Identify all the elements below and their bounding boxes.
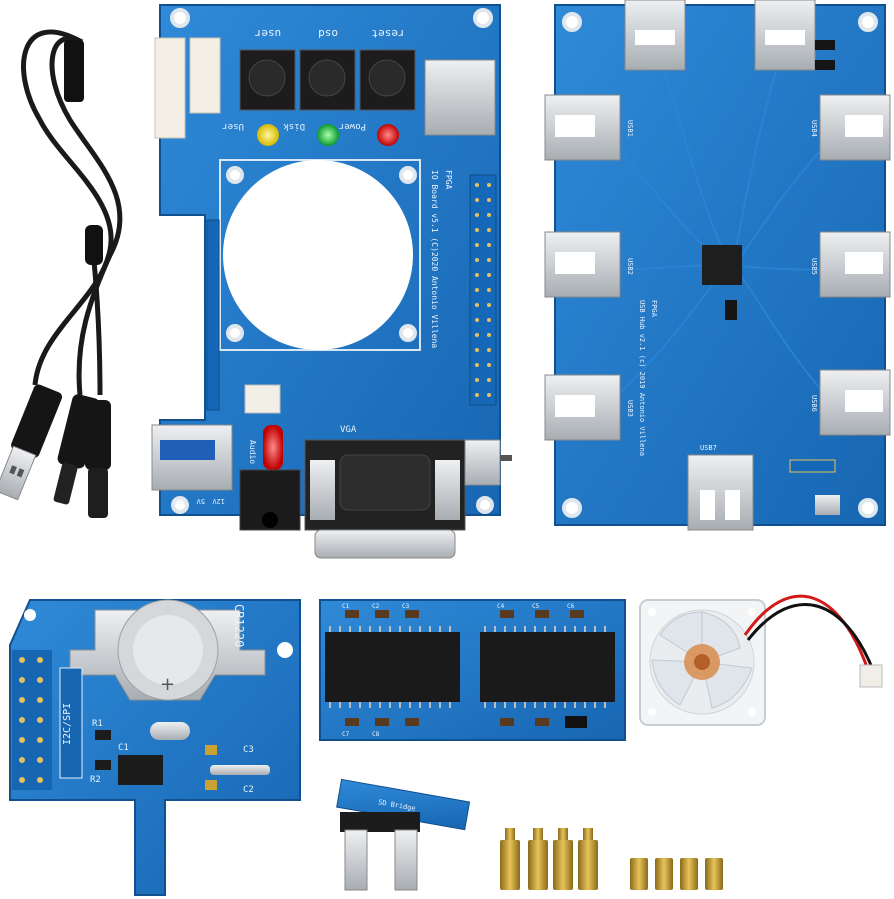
jumper-bridge: SD Bridge xyxy=(336,778,471,891)
usb-power-cable xyxy=(0,29,123,518)
led-label-disk: Disk xyxy=(283,121,305,131)
pin-header-right xyxy=(469,174,497,406)
io-board: user osd reset User Disk Power IO Board … xyxy=(151,4,512,559)
hub-brand: FPGA xyxy=(650,300,658,318)
label-r2: R2 xyxy=(90,775,101,785)
sdram-chip-2 xyxy=(480,632,615,702)
hub-port-label-1: USB1 xyxy=(626,120,634,137)
rtc-chip xyxy=(118,755,163,785)
white-header-2 xyxy=(189,37,221,114)
sdram-label-c5: C5 xyxy=(532,603,540,610)
hub-port-label-5: USB5 xyxy=(810,258,818,275)
white-header-1 xyxy=(154,37,186,139)
coin-cell-holder: + xyxy=(69,599,266,701)
usb3-port xyxy=(151,424,233,491)
led-yellow xyxy=(257,124,279,146)
hub-port-label-2: USB2 xyxy=(626,258,634,275)
led-green xyxy=(317,124,339,146)
label-r1: R1 xyxy=(92,719,103,729)
led-label-user: User xyxy=(222,121,244,131)
sdram-label-c7: C7 xyxy=(342,731,350,738)
bottom-label-12v: 12V xyxy=(212,497,225,505)
bus-label: I2C/SPI xyxy=(62,703,73,745)
sdram-label-c2: C2 xyxy=(372,603,380,610)
sd-card-slot xyxy=(424,59,496,136)
sdram-label-c4: C4 xyxy=(497,603,505,610)
button-label-osd: osd xyxy=(318,27,338,40)
usb-a-plug xyxy=(0,384,63,501)
pin-header-left xyxy=(206,219,220,411)
hub-controller-chip xyxy=(702,245,742,285)
battery-label: CR1220 xyxy=(232,604,246,647)
hub-port-label-6: USB6 xyxy=(810,395,818,412)
sdram-label-c8: C8 xyxy=(372,731,380,738)
sdram-label-c3: C3 xyxy=(402,603,410,610)
bottom-label-5v: 5V xyxy=(196,497,205,505)
power-switch xyxy=(464,439,501,486)
red-led-tall xyxy=(263,425,283,470)
fan-cutout xyxy=(223,160,413,350)
io-board-brand: FPGA xyxy=(444,170,453,189)
usb-hub-board: USB1 USB2 USB3 USB4 USB5 USB6 USB7 USB H… xyxy=(544,0,891,531)
sdram-label-c6: C6 xyxy=(567,603,575,610)
rtc-board: + CR1220 I2C/SPI C1 C2 C3 R1 R2 xyxy=(9,599,301,896)
io-board-title: IO Board v5.1 (C)2020 Antonio Villena xyxy=(430,170,439,348)
fan-plug xyxy=(859,664,883,688)
label-c2: C2 xyxy=(243,785,254,795)
dc-barrel-plug-2 xyxy=(85,400,111,518)
bottom-label-gnd: GND xyxy=(172,497,185,505)
button-label-user: user xyxy=(254,27,281,40)
svg-text:+: + xyxy=(160,674,175,695)
sdram-label-c1: C1 xyxy=(342,603,350,610)
rtc-pin-header xyxy=(12,650,52,790)
vga-connector xyxy=(304,439,466,559)
sdram-chip-1 xyxy=(325,632,460,702)
cooling-fan xyxy=(639,594,883,726)
sdram-board: C1 C2 C3 C4 C5 C6 C7 C8 xyxy=(319,599,626,741)
push-buttons xyxy=(239,49,416,111)
led-red xyxy=(377,124,399,146)
led-label-power: Power xyxy=(338,121,366,131)
mount-holes xyxy=(170,8,494,514)
hub-title: USB Hub v2.1 (c) 2019 Antonio Villena xyxy=(638,300,646,456)
audio-label: Audio xyxy=(248,440,257,464)
hub-port-label-7: USB7 xyxy=(700,444,717,452)
vga-label: VGA xyxy=(340,425,357,435)
hub-port-label-4: USB4 xyxy=(810,120,818,137)
brass-standoffs xyxy=(500,828,723,890)
fan-connector xyxy=(244,384,281,414)
hub-port-label-3: USB3 xyxy=(626,400,634,417)
label-c3: C3 xyxy=(243,745,254,755)
hub-usb-ports xyxy=(544,0,891,531)
button-label-reset: reset xyxy=(371,27,404,40)
crystal xyxy=(150,722,190,740)
label-c1: C1 xyxy=(118,743,129,753)
